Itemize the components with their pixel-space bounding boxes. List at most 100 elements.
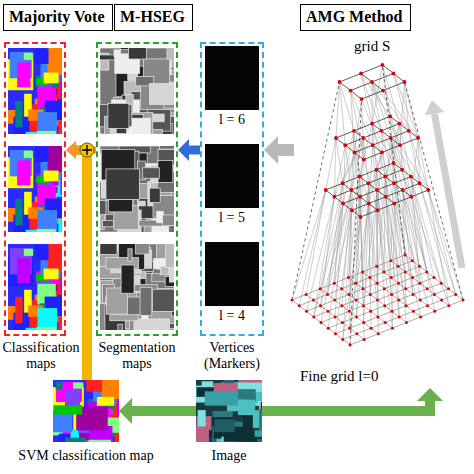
grid-vertex xyxy=(398,143,402,147)
map-patch xyxy=(108,199,132,212)
grid-vertex xyxy=(334,136,338,140)
map-patch xyxy=(118,324,123,330)
grid-vertex xyxy=(412,310,415,313)
grid-link xyxy=(363,190,377,306)
grid-link xyxy=(377,170,391,261)
grid-vertex xyxy=(380,151,384,155)
grid-vertex xyxy=(376,282,379,285)
grid-link xyxy=(399,124,410,177)
map-patch xyxy=(15,199,22,225)
grid-vertex xyxy=(338,80,342,84)
map-label: Image xyxy=(179,448,279,464)
grid-link xyxy=(369,152,382,203)
segmentation-map xyxy=(100,48,174,134)
grid-line xyxy=(405,255,463,300)
map-patch xyxy=(243,415,253,435)
grid-vertex xyxy=(426,188,430,192)
grid-vertex xyxy=(348,310,351,313)
map-patch xyxy=(103,221,114,227)
grid-line xyxy=(360,177,395,204)
level-label: l = 6 xyxy=(205,110,259,130)
grid-vertex xyxy=(312,315,315,318)
grid-vertex xyxy=(376,315,379,318)
grid-vertex xyxy=(305,310,308,313)
heading-box: Majority Vote xyxy=(3,4,113,31)
grid-vertex xyxy=(383,270,386,273)
grid-vertex xyxy=(341,338,344,341)
grid-vertex xyxy=(355,315,358,318)
grid-link xyxy=(382,65,399,124)
grid-vertex xyxy=(392,161,396,165)
grid-vertex xyxy=(397,299,400,302)
grid-line xyxy=(334,283,392,328)
grid-link xyxy=(362,99,382,152)
heading-text: AMG Method xyxy=(306,6,405,28)
grid-vertex xyxy=(384,321,387,324)
grid-line xyxy=(321,278,434,323)
grid-vertex xyxy=(370,327,373,330)
grid-line xyxy=(343,294,456,339)
segmentation-group: Segmentation maps xyxy=(96,42,178,336)
grid-line xyxy=(320,289,378,334)
grid-vertex xyxy=(383,175,387,179)
map-patch xyxy=(100,244,117,254)
grid-link xyxy=(403,190,413,294)
map-patch xyxy=(136,244,150,254)
grid-vertex xyxy=(412,293,415,296)
grid-vertex xyxy=(388,115,392,119)
grid-vertex xyxy=(383,287,386,290)
sum-circle xyxy=(80,143,94,157)
grid-vertex xyxy=(362,287,365,290)
map-patch xyxy=(15,101,22,127)
grid-vertex xyxy=(454,293,457,296)
map-patch xyxy=(169,226,174,232)
grid-link xyxy=(328,190,352,294)
map-patch xyxy=(128,249,132,261)
grid-link xyxy=(314,204,343,317)
grid-link xyxy=(369,145,373,203)
grid-line xyxy=(364,138,418,160)
grid-vertex xyxy=(405,304,408,307)
grid-link xyxy=(350,204,369,329)
grid-line xyxy=(355,131,409,153)
map-patch xyxy=(58,219,62,232)
map-patch xyxy=(48,48,62,74)
grid-vertex xyxy=(360,97,364,101)
grid-vertex xyxy=(333,195,337,199)
grid-link xyxy=(394,163,413,261)
grid-line xyxy=(361,73,383,90)
heading-box: AMG Method xyxy=(300,4,411,31)
grid-vertex xyxy=(358,195,362,199)
grid-link xyxy=(355,99,362,152)
grid-vertex xyxy=(389,136,393,140)
svm-map: SVM classification map xyxy=(53,380,119,442)
map-patch xyxy=(160,267,168,275)
map-patch xyxy=(102,380,119,399)
map-patch xyxy=(24,53,33,60)
flow-arrow xyxy=(262,401,430,411)
grid-vertex xyxy=(384,195,388,199)
grid-line xyxy=(326,163,394,190)
grid-vertex xyxy=(404,270,407,273)
grid-vertex xyxy=(381,63,385,67)
map-patch xyxy=(108,103,129,128)
grid-vertex xyxy=(340,287,343,290)
grid-vertex xyxy=(447,287,450,290)
grid-vertex xyxy=(407,129,411,133)
level-label: l = 4 xyxy=(205,306,259,326)
grid-label: Fine grid l=0 xyxy=(300,368,410,385)
map-patch xyxy=(24,151,33,158)
map-patch xyxy=(24,249,33,256)
grid-line xyxy=(299,261,412,306)
map-patch xyxy=(60,271,62,293)
grid-vertex xyxy=(334,315,337,318)
grid-vertex xyxy=(416,136,420,140)
grid-vertex xyxy=(418,181,422,185)
grid-line xyxy=(352,183,420,210)
map-patch xyxy=(35,147,49,162)
grid-link xyxy=(326,138,336,190)
grid-vertex xyxy=(447,304,450,307)
vertex-map: l = 5 xyxy=(205,144,259,230)
grid-line xyxy=(377,170,412,197)
grid-line xyxy=(292,255,405,300)
